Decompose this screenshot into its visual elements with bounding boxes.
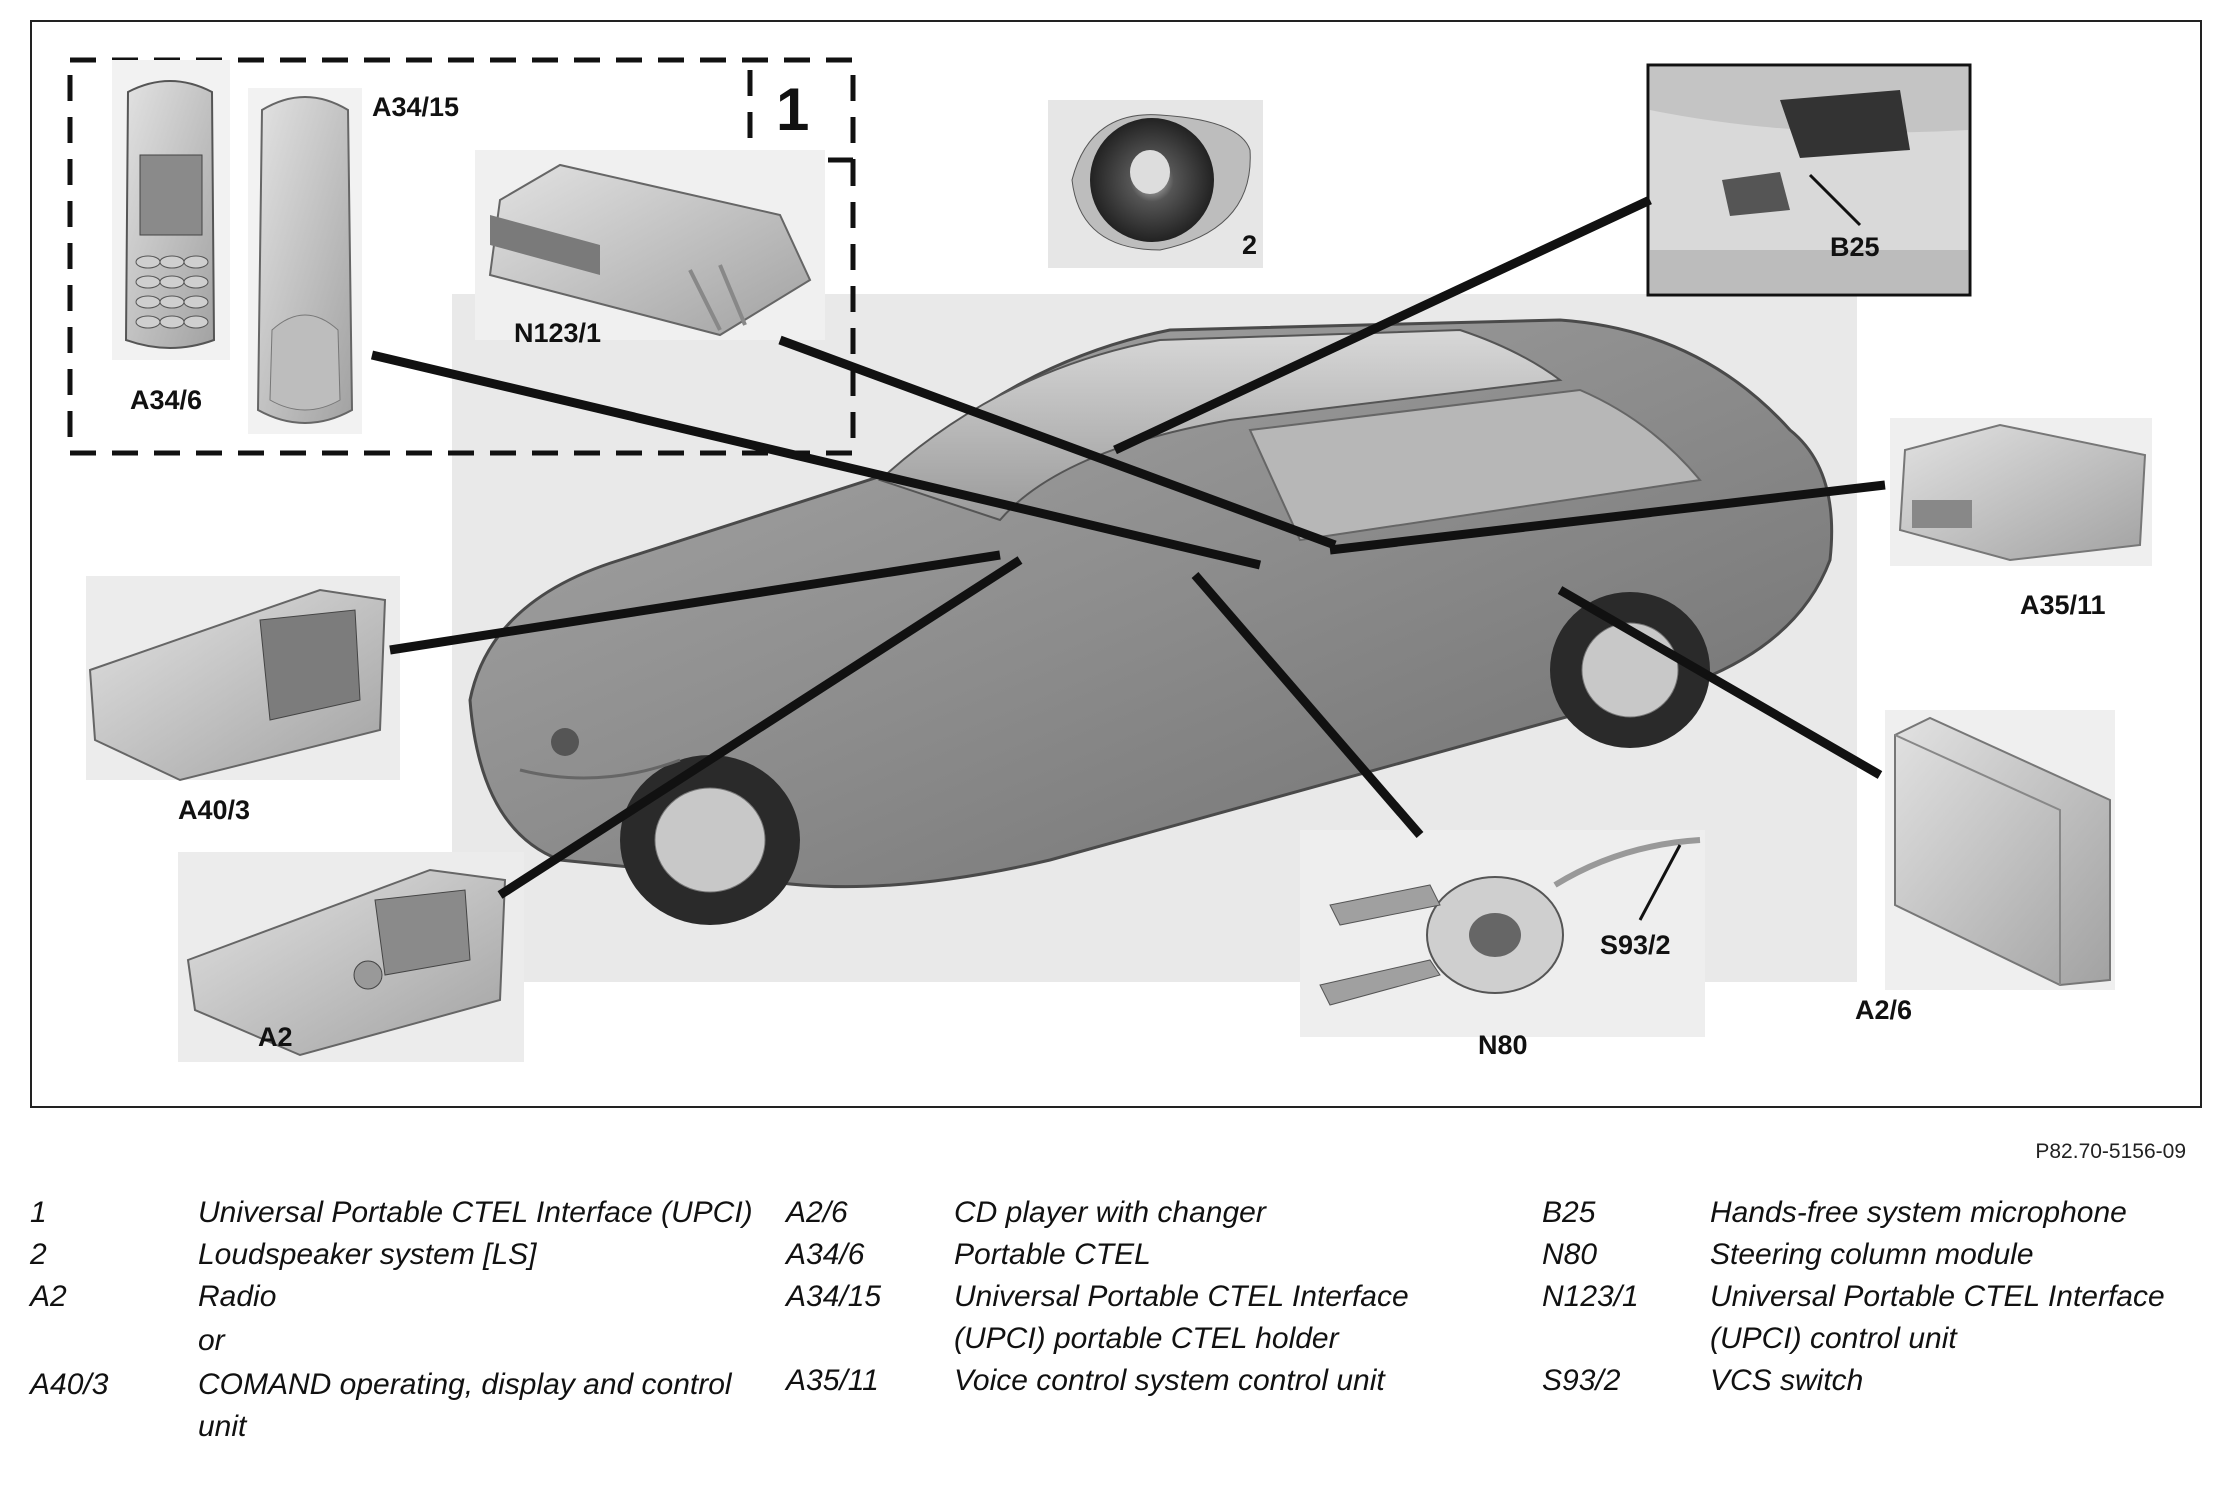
microphone-inset-photo <box>1646 63 1972 297</box>
legend-text: Radio <box>198 1280 277 1313</box>
car-illustration <box>468 318 1834 925</box>
leader-lines <box>370 195 1886 899</box>
steering-column-module <box>1300 830 1705 1037</box>
legend-code: 2 <box>30 1238 47 1271</box>
legend-item: A40/3 COMAND operating, display and contr… <box>30 1364 758 1448</box>
legend-column-2: A2/6 CD player with changer A34/6 Portable… <box>786 1192 1514 1402</box>
legend-code: B25 <box>1542 1196 1596 1229</box>
label-a35-11: A35/11 <box>2020 590 2106 620</box>
label-s93-2: S93/2 <box>1600 930 1671 960</box>
label-b25: B25 <box>1830 232 1880 262</box>
cd-changer-unit <box>1885 710 2115 990</box>
label-a40-3: A40/3 <box>178 795 251 825</box>
legend-item: S93/2 VCS switch <box>1542 1360 2210 1402</box>
legend-item: A34/15 Universal Portable CTEL Interface … <box>786 1276 1514 1360</box>
legend-code: S93/2 <box>1542 1364 1621 1397</box>
comand-unit <box>86 576 400 782</box>
label-n123-1: N123/1 <box>514 318 602 348</box>
legend-item: B25 Hands-free system microphone <box>1542 1192 2210 1234</box>
legend-column-3: B25 Hands-free system microphone N80 Steer… <box>1542 1192 2210 1402</box>
ctel-holder <box>248 88 362 434</box>
legend-text: Voice control system control unit <box>954 1364 1385 1397</box>
legend-or: or <box>198 1324 225 1357</box>
legend-item: N123/1 Universal Portable CTEL Interface … <box>1542 1276 2210 1360</box>
legend-text: Loudspeaker system [LS] <box>198 1238 537 1271</box>
legend-text: COMAND operating, display and control un… <box>198 1368 732 1443</box>
legend-item: A35/11 Voice control system control unit <box>786 1360 1514 1402</box>
legend-text: CD player with changer <box>954 1196 1266 1229</box>
legend-text: VCS switch <box>1710 1364 1864 1397</box>
legend-code: A2/6 <box>786 1196 848 1229</box>
legend-code: A34/15 <box>786 1280 882 1313</box>
upci-control-unit <box>475 150 825 340</box>
label-a2: A2 <box>258 1022 293 1052</box>
legend-item: A34/6 Portable CTEL <box>786 1234 1514 1276</box>
legend-code: A2 <box>30 1280 67 1313</box>
legend-text: Portable CTEL <box>954 1238 1151 1271</box>
legend-item: N80 Steering column module <box>1542 1234 2210 1276</box>
label-a34-6: A34/6 <box>130 385 203 415</box>
legend-code: N123/1 <box>1542 1280 1639 1313</box>
legend-text: Universal Portable CTEL Interface (UPCI)… <box>1710 1280 2165 1355</box>
legend-item: 2 Loudspeaker system [LS] <box>30 1234 758 1276</box>
label-a2-6: A2/6 <box>1855 995 1913 1025</box>
label-n80: N80 <box>1478 1030 1528 1060</box>
legend-code: N80 <box>1542 1238 1598 1271</box>
legend-item: A2 Radio <box>30 1276 758 1318</box>
portable-ctel-phone <box>112 60 230 360</box>
legend-code: 1 <box>30 1196 47 1229</box>
legend-item: 1 Universal Portable CTEL Interface (UPCI… <box>30 1192 758 1234</box>
upci-group-box <box>67 57 856 456</box>
legend-text: Universal Portable CTEL Interface (UPCI) <box>198 1196 753 1229</box>
radio-unit <box>178 852 524 1062</box>
legend-item: A2/6 CD player with changer <box>786 1192 1514 1234</box>
legend-text: Universal Portable CTEL Interface (UPCI)… <box>954 1280 1409 1355</box>
label-a34-15: A34/15 <box>372 92 460 122</box>
legend-text: Hands-free system microphone <box>1710 1196 2127 1229</box>
legend-code: A35/11 <box>786 1364 879 1397</box>
legend-column-1: 1 Universal Portable CTEL Interface (UPCI… <box>30 1192 758 1448</box>
label-loudspeaker: 2 <box>1242 230 1258 260</box>
legend-text: Steering column module <box>1710 1238 2034 1271</box>
voice-control-unit <box>1890 418 2152 566</box>
group-number-label: 1 <box>776 76 810 143</box>
loudspeaker <box>1048 100 1263 268</box>
legend-code: A40/3 <box>30 1368 109 1401</box>
legend-code: A34/6 <box>786 1238 865 1271</box>
figure-reference: P82.70-5156-09 <box>2035 1140 2186 1163</box>
